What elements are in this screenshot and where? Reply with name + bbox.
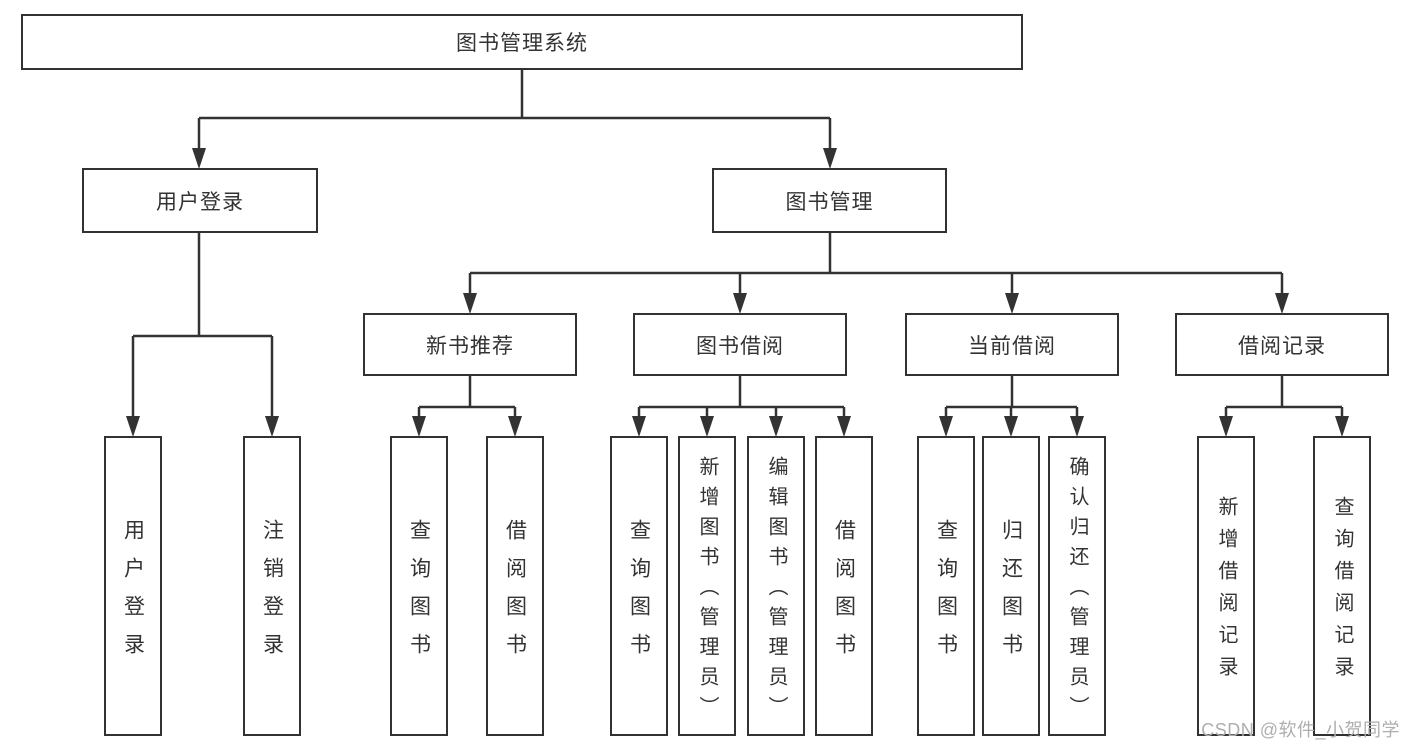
connector-arrowheads [126,148,1349,437]
leaf-current-confirm-return-admin-label: 确认归还（管理员） [1066,456,1088,726]
node-book-management-label: 图书管理 [785,190,874,214]
leaf-borrow-add-books-admin: 新增图书（管理员） [678,436,736,736]
leaf-newbook-borrow-books-label: 借阅图书 [503,518,527,671]
leaf-logout-label: 注销登录 [260,518,284,671]
leaf-logout: 注销登录 [243,436,301,736]
node-borrow-records: 借阅记录 [1175,313,1389,376]
leaf-borrow-edit-books-admin: 编辑图书（管理员） [747,436,805,736]
leaf-borrow-borrow-books-label: 借阅图书 [832,518,856,671]
node-new-book-recommend-label: 新书推荐 [426,334,514,358]
root-node-label: 图书管理系统 [456,32,588,55]
node-book-borrowing-label: 图书借阅 [696,334,784,358]
leaf-borrow-query-books-label: 查询图书 [627,518,651,671]
leaf-borrow-add-books-admin-label: 新增图书（管理员） [696,456,718,726]
leaf-newbook-query-books: 查询图书 [390,436,448,736]
leaf-records-query-record: 查询借阅记录 [1313,436,1371,736]
root-node-library-system: 图书管理系统 [21,14,1023,70]
node-new-book-recommend: 新书推荐 [363,313,577,376]
watermark-text: CSDN @软件_小贺同学 [1201,720,1400,740]
leaf-newbook-borrow-books: 借阅图书 [486,436,544,736]
leaf-borrow-borrow-books: 借阅图书 [815,436,873,736]
node-book-borrowing: 图书借阅 [633,313,847,376]
node-current-borrowing: 当前借阅 [905,313,1119,376]
leaf-borrow-edit-books-admin-label: 编辑图书（管理员） [765,456,787,726]
node-user-login-label: 用户登录 [156,190,244,214]
leaf-current-query-books-label: 查询图书 [934,518,958,671]
leaf-current-return-books-label: 归还图书 [999,518,1023,671]
leaf-newbook-query-books-label: 查询图书 [407,518,431,671]
leaf-records-add-record-label: 新增借阅记录 [1215,496,1237,688]
leaf-current-confirm-return-admin: 确认归还（管理员） [1048,436,1106,736]
node-user-login: 用户登录 [82,168,318,233]
leaf-current-return-books: 归还图书 [982,436,1040,736]
leaf-borrow-query-books: 查询图书 [610,436,668,736]
leaf-records-add-record: 新增借阅记录 [1197,436,1255,736]
leaf-user-login-label: 用户登录 [121,518,145,671]
node-borrow-records-label: 借阅记录 [1238,334,1326,358]
node-book-management: 图书管理 [712,168,947,233]
node-current-borrowing-label: 当前借阅 [968,334,1056,358]
leaf-current-query-books: 查询图书 [917,436,975,736]
leaf-user-login: 用户登录 [104,436,162,736]
leaf-records-query-record-label: 查询借阅记录 [1331,496,1353,688]
